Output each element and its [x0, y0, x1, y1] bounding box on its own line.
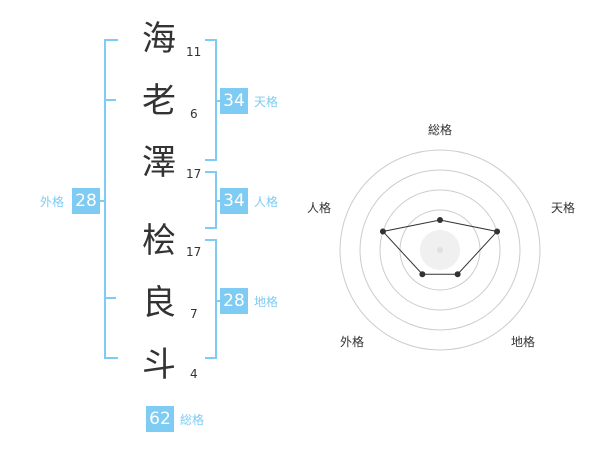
radar-label-soukaku: 総格 [428, 123, 453, 137]
name-char-6: 斗 [142, 345, 176, 385]
name-char-3-strokes: 17 [186, 167, 202, 181]
radar-label-tenkaku: 天格 [551, 201, 576, 215]
name-char-4: 桧 [142, 221, 176, 261]
radar-polygon [381, 219, 499, 275]
name-char-5-strokes: 7 [190, 307, 198, 321]
name-char-1: 海 [142, 19, 176, 59]
gaikaku-value: 28 [72, 188, 100, 214]
name-char-2-strokes: 6 [190, 107, 198, 121]
chikaku-label: 地格 [254, 295, 279, 309]
tenkaku-value: 34 [220, 88, 248, 114]
radar-point-5 [379, 228, 386, 235]
name-char-3: 澤 [142, 143, 176, 183]
name-char-5: 良 [142, 283, 176, 323]
radar-point-2 [494, 228, 501, 235]
name-char-4-strokes: 17 [186, 245, 202, 259]
tenkaku-label: 天格 [254, 95, 279, 109]
radar-ring-3 [379, 189, 501, 311]
gaikaku-bracket [104, 39, 118, 359]
radar-label-jinkaku: 人格 [307, 201, 332, 215]
name-char-6-strokes: 4 [190, 367, 198, 381]
jinkaku-label: 人格 [254, 195, 279, 209]
radar-point-3 [454, 271, 461, 278]
radar-label-chikaku: 地格 [511, 335, 536, 349]
soukaku-label: 総格 [180, 413, 205, 427]
name-char-2: 老 [142, 81, 176, 121]
jinkaku-value: 34 [220, 188, 248, 214]
radar-ring-2 [359, 169, 521, 331]
radar-center-dot [437, 247, 443, 253]
chikaku-bracket [205, 239, 217, 359]
soukaku-value: 62 [146, 406, 174, 432]
radar-label-gaikaku: 外格 [340, 335, 365, 349]
radar-point-1 [437, 217, 443, 223]
radar-ring-1 [339, 149, 541, 351]
gaikaku-label: 外格 [40, 195, 65, 209]
name-char-1-strokes: 11 [186, 45, 202, 59]
radar-point-4 [419, 271, 426, 278]
chikaku-value: 28 [220, 288, 248, 314]
